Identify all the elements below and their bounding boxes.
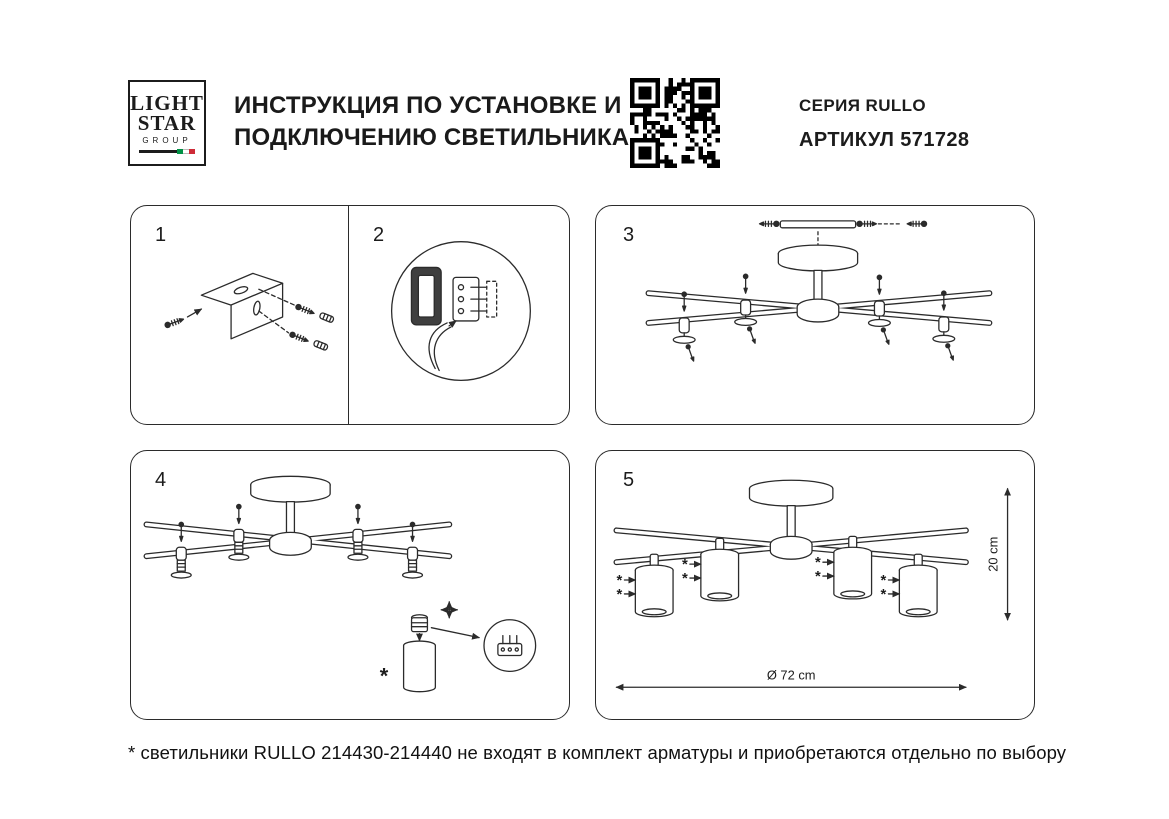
lightstar-logo: LIGHT STAR GROUP <box>128 80 206 166</box>
callout-leader <box>430 627 481 640</box>
hub <box>268 531 312 556</box>
step-number-3: 3 <box>623 224 635 246</box>
asterisk-marker: * <box>616 587 622 603</box>
logo-word-light: LIGHT <box>130 90 204 115</box>
step-panel-3: 3 <box>595 205 1035 425</box>
anchor-leader-lines <box>258 288 296 334</box>
step-3-diagram <box>645 220 993 362</box>
canopy <box>250 475 331 503</box>
footnote: * светильники RULLO 214430-214440 не вхо… <box>128 742 1067 763</box>
panel-divider <box>348 206 350 424</box>
series-label: СЕРИЯ RULLO <box>799 96 927 115</box>
stem <box>285 500 296 537</box>
terminal-callout <box>483 619 537 673</box>
step-panel-5: 5 <box>595 450 1035 720</box>
dimension-diameter: Ø 72 cm <box>615 667 967 691</box>
page-title: ИНСТРУКЦИЯ ПО УСТАНОВКЕ И ПОДКЛЮЧЕНИЮ СВ… <box>234 90 629 153</box>
stem <box>786 504 796 539</box>
asterisk-marker: * <box>380 663 389 688</box>
step-4-diagram: * <box>143 475 537 693</box>
supply-cable <box>428 320 457 372</box>
asterisk-marker: * <box>815 569 821 585</box>
canopy <box>748 479 834 507</box>
step-5-diagram: * * * * * * * * 20 cm Ø 72 cm <box>613 479 1012 691</box>
title-line-2: ПОДКЛЮЧЕНИЮ СВЕТИЛЬНИКА <box>234 123 630 151</box>
wiring-detail-circle <box>390 241 531 382</box>
step-2-diagram <box>390 241 531 382</box>
driver-box <box>410 266 442 326</box>
lamp-cylinder <box>402 632 437 693</box>
alignment-screw <box>163 308 203 329</box>
qr-code-icon <box>630 78 720 168</box>
ceiling-mounting-bar <box>758 220 928 229</box>
step-panel-4: 4 <box>130 450 570 720</box>
hub <box>796 298 840 323</box>
asterisk-marker: * <box>616 573 622 589</box>
asterisk-marker: * <box>881 573 887 589</box>
logo-word-star: STAR <box>137 110 197 135</box>
mounting-bracket <box>200 272 284 340</box>
anchor-screw-top <box>294 303 335 324</box>
article-label: АРТИКУЛ 571728 <box>799 129 970 151</box>
dimension-height-label: 20 cm <box>986 537 1001 572</box>
logo-word-group: GROUP <box>142 136 192 146</box>
step-1-area: 1 <box>131 206 349 424</box>
asterisk-marker: * <box>815 555 821 571</box>
anchor-screw-bottom <box>288 330 329 352</box>
dimension-height: 20 cm <box>986 487 1012 621</box>
move-arrows-icon <box>440 600 459 619</box>
step-panel-1-2: 1 <box>130 205 570 425</box>
step-number-1: 1 <box>155 224 167 246</box>
hub <box>769 535 813 560</box>
product-info: СЕРИЯ RULLO АРТИКУЛ 571728 <box>799 96 1039 152</box>
step-number-2: 2 <box>373 224 385 246</box>
asterisk-marker: * <box>682 557 688 573</box>
socket-detail <box>410 614 429 633</box>
italy-flag-icon <box>139 149 195 155</box>
shade-markers: * * * * * * * * <box>616 555 899 603</box>
step-number-4: 4 <box>155 469 167 491</box>
title-line-1: ИНСТРУКЦИЯ ПО УСТАНОВКЕ И <box>234 92 622 119</box>
step-number-5: 5 <box>623 469 635 491</box>
asterisk-marker: * <box>682 571 688 587</box>
stem <box>813 269 823 303</box>
canopy <box>777 244 859 272</box>
step-1-diagram <box>163 272 335 352</box>
dimension-diameter-label: Ø 72 cm <box>767 667 816 682</box>
step-2-area: 2 <box>349 206 569 424</box>
asterisk-marker: * <box>881 587 887 603</box>
terminal-block <box>452 276 498 322</box>
